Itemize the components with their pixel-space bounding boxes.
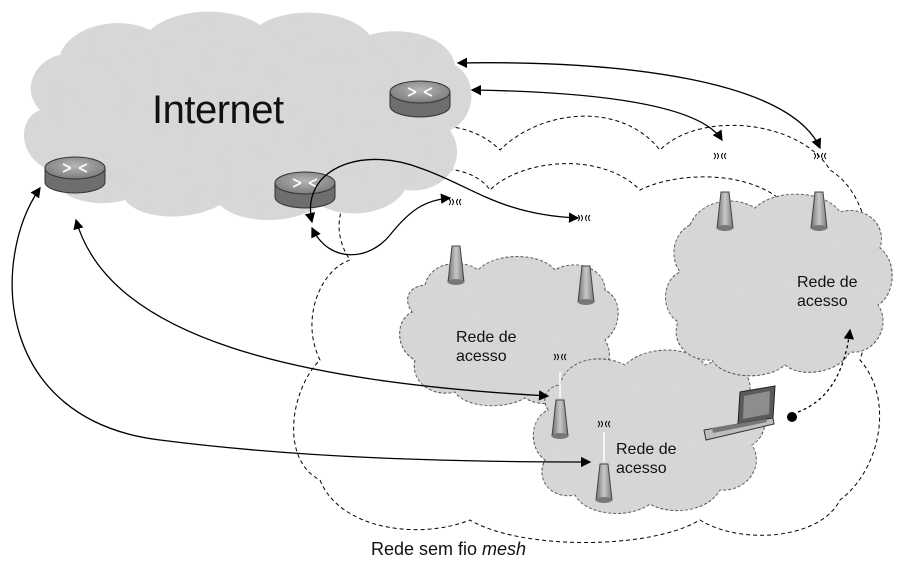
internet-label: Internet [152, 88, 284, 132]
access-network-label-line2: acesso [456, 348, 507, 365]
diagram-caption: Rede sem fio mesh [0, 539, 897, 560]
laptop-icon [703, 385, 776, 441]
access-network-label-3: Rede de acesso [797, 273, 887, 311]
mobile-node-dot [787, 412, 797, 422]
access-network-label-line1: Rede de [616, 441, 677, 458]
internet-cloud [23, 11, 472, 220]
antenna-tower-icon [447, 245, 465, 285]
access-network-label-1: Rede de acesso [456, 328, 546, 366]
access-cloud-3 [665, 193, 893, 377]
router-icon [44, 156, 106, 194]
access-network-label-2: Rede de acesso [616, 440, 706, 478]
caption-text: Rede sem fio [370, 539, 483, 559]
link-laptop-to-access3 [797, 328, 855, 413]
access-network-label-line2: acesso [797, 293, 848, 310]
link-router-left-to-access2 [11, 186, 592, 468]
antenna-tower-icon [595, 463, 613, 503]
wireless-signal-icon [813, 152, 827, 160]
link-router-top-to-access3 [456, 57, 822, 150]
router-icon [274, 171, 336, 209]
router-icon [389, 80, 451, 118]
access-network-label-line1: Rede de [456, 329, 517, 346]
antenna-tower-icon [716, 191, 734, 231]
caption-emphasis: mesh [482, 539, 527, 559]
wireless-signal-icon [597, 420, 611, 428]
access-network-label-line2: acesso [616, 460, 667, 477]
wireless-signal-icon [577, 214, 591, 222]
wireless-signal-icon [713, 152, 727, 160]
access-network-label-line1: Rede de [797, 274, 858, 291]
antenna-tower-icon [810, 191, 828, 231]
wireless-signal-icon [448, 198, 462, 206]
link-router-top-to-mesh [470, 84, 723, 142]
